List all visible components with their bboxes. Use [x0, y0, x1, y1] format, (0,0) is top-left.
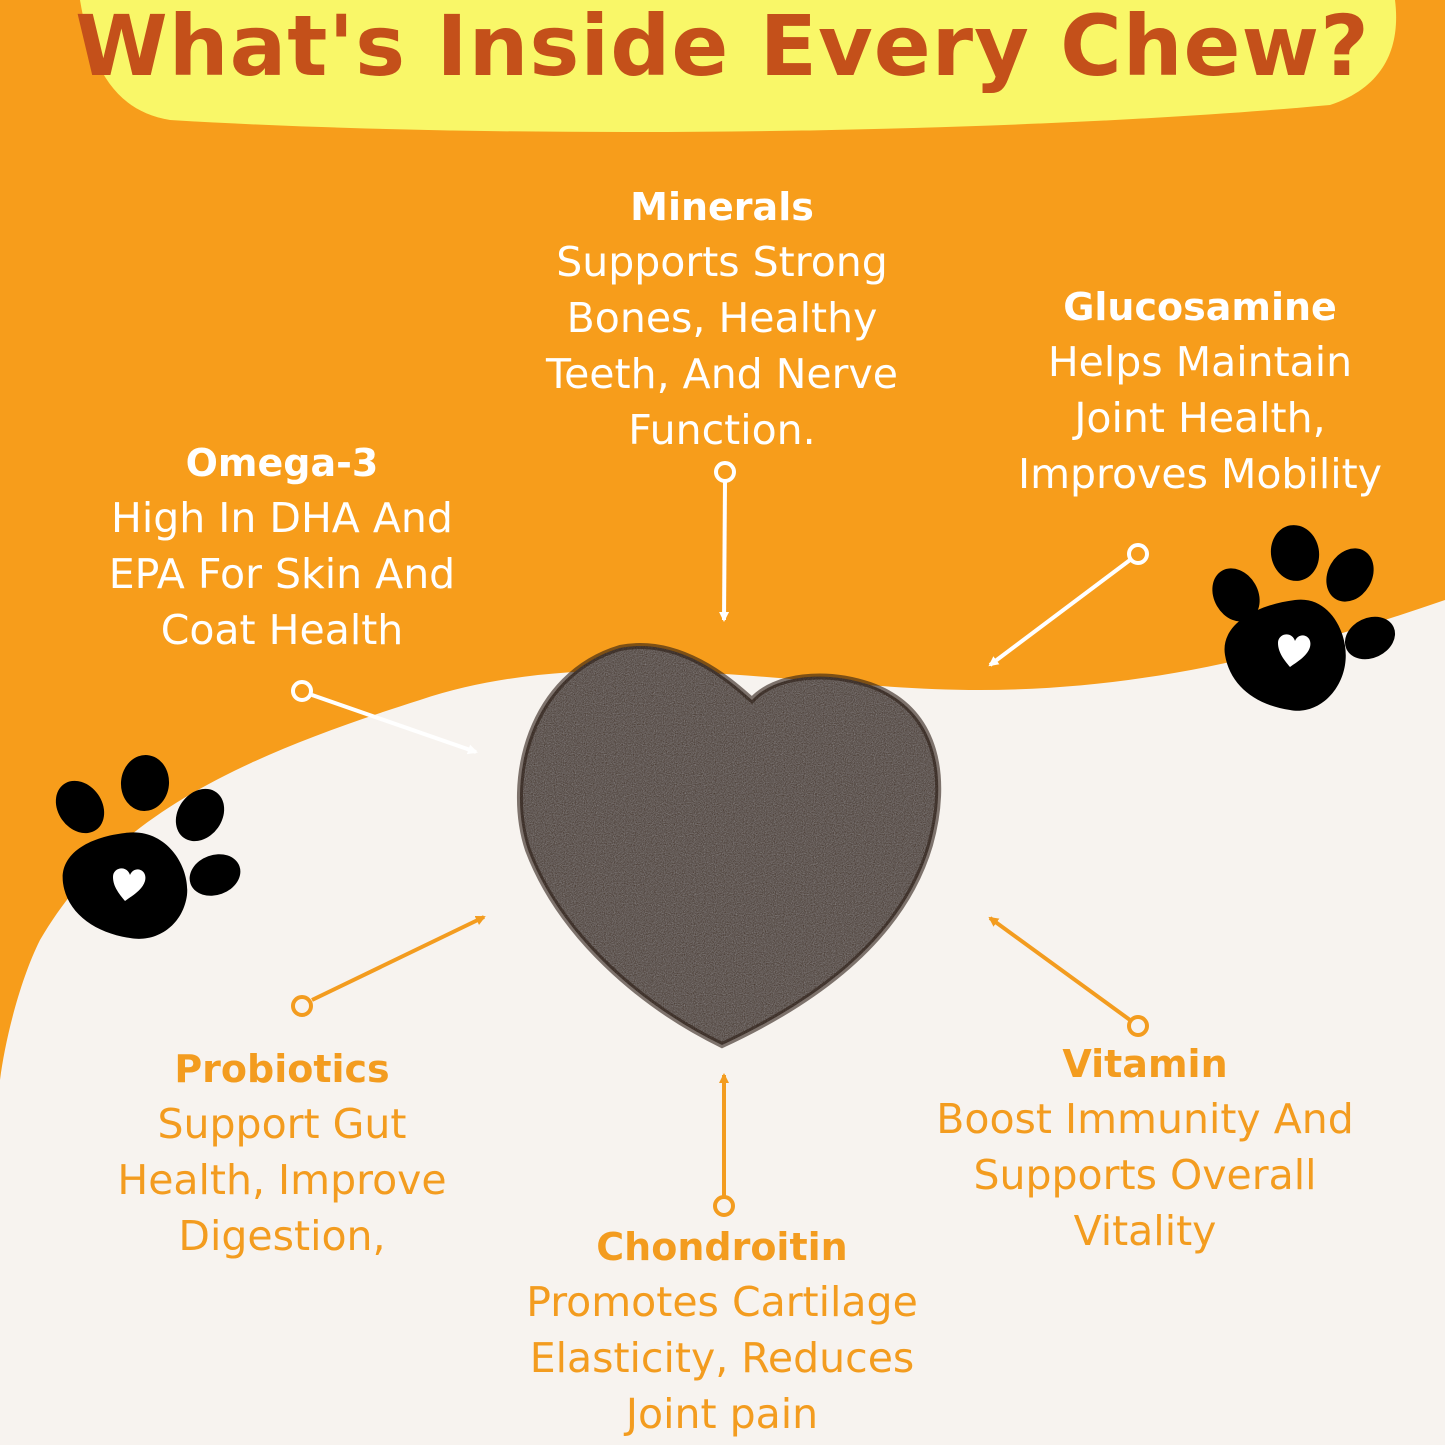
heart-chew-icon: [516, 643, 942, 1049]
title-banner: [80, 0, 1397, 132]
paw-print-icon: [1212, 525, 1396, 711]
arrow-omega: [291, 680, 478, 755]
ingredient-description: Support Gut Health, Improve Digestion,: [117, 1100, 447, 1260]
ingredient-glucosamine: Glucosamine Helps Maintain Joint Health,…: [985, 280, 1415, 502]
ingredient-description: Promotes Cartilage Elasticity, Reduces J…: [526, 1278, 918, 1438]
ingredient-chondroitin: Chondroitin Promotes Cartilage Elasticit…: [482, 1220, 962, 1442]
ingredient-probiotics: Probiotics Support Gut Health, Improve D…: [72, 1042, 492, 1264]
page-title: What's Inside Every Chew?: [75, 0, 1370, 95]
ingredient-description: Supports Strong Bones, Healthy Teeth, An…: [546, 238, 898, 454]
ingredient-description: Helps Maintain Joint Health, Improves Mo…: [1018, 338, 1382, 498]
ingredient-vitamin: Vitamin Boost Immunity And Supports Over…: [915, 1037, 1375, 1259]
arrow-vitamin: [988, 916, 1149, 1037]
ingredient-name: Minerals: [630, 185, 814, 229]
ingredient-name: Chondroitin: [596, 1225, 848, 1269]
arrow-minerals: [714, 461, 736, 622]
ingredient-name: Omega-3: [185, 441, 379, 485]
ingredient-name: Probiotics: [174, 1047, 390, 1091]
arrow-glucosamine: [988, 543, 1149, 667]
ingredient-minerals: Minerals Supports Strong Bones, Healthy …: [482, 180, 962, 458]
orange-background: [0, 0, 1445, 1080]
arrow-chondroitin: [713, 1073, 735, 1217]
ingredient-description: Boost Immunity And Supports Overall Vita…: [936, 1095, 1354, 1255]
ingredient-omega-3: Omega-3 High In DHA And EPA For Skin And…: [72, 436, 492, 658]
ingredient-description: High In DHA And EPA For Skin And Coat He…: [108, 494, 456, 654]
arrow-probiotics: [291, 915, 486, 1017]
ingredient-name: Glucosamine: [1063, 285, 1337, 329]
ingredient-name: Vitamin: [1062, 1042, 1228, 1086]
paw-print-icon: [55, 755, 241, 939]
